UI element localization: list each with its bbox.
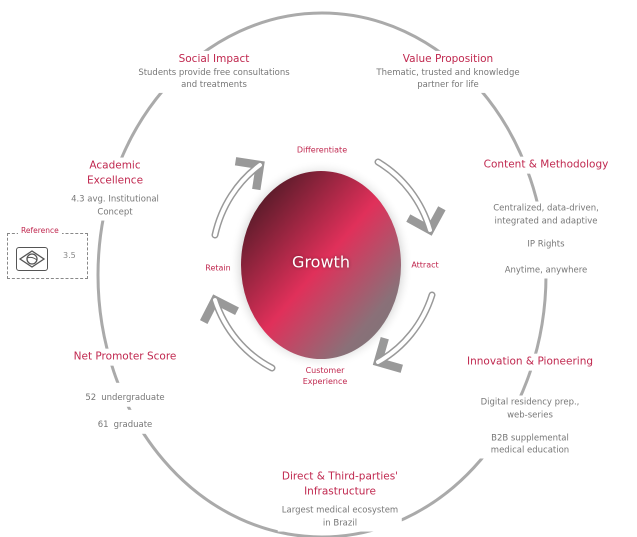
pillar-desc: Students provide free consultations	[138, 67, 290, 78]
pillar-title: Excellence	[86, 174, 144, 187]
nps-label: undergraduate	[101, 392, 165, 403]
cycle-attract: Attract	[411, 260, 439, 270]
pillar-title: Social Impact	[178, 52, 250, 65]
pillar-desc: Anytime, anywhere	[504, 265, 588, 276]
pillar-title: Content & Methodology	[483, 158, 609, 171]
pillar-desc: in Brazil	[322, 518, 358, 529]
pillar-academic: Academic Excellence 4.3 avg. Institution…	[67, 157, 163, 221]
cycle-arrows	[200, 157, 446, 373]
nps-label: graduate	[113, 419, 153, 430]
pillar-desc: partner for life	[417, 80, 479, 91]
reference-value: 3.5	[63, 251, 76, 260]
nps-value: 52	[85, 392, 97, 403]
pillar-title: Net Promoter Score	[73, 350, 177, 363]
pillar-desc: and treatments	[181, 80, 247, 91]
pillar-infrastructure: Direct & Third-parties' Infrastructure L…	[277, 468, 403, 532]
brazil-flag-icon	[16, 247, 48, 271]
nps-value: 61	[97, 419, 109, 430]
reference-box: Reference 3.5	[7, 226, 88, 279]
pillar-desc: medical education	[490, 445, 570, 456]
pillar-innovation-details: Digital residency prep., web-series B2B …	[476, 395, 584, 459]
pillar-desc: Centralized, data-driven,	[493, 203, 599, 214]
cycle-differentiate: Differentiate	[296, 145, 348, 155]
pillar-innovation-title: Innovation & Pioneering	[462, 353, 598, 371]
pillar-desc: integrated and adaptive	[494, 216, 598, 227]
pillar-content-details: Centralized, data-driven, integrated and…	[489, 201, 603, 279]
pillar-content-title: Content & Methodology	[479, 156, 613, 174]
pillar-social-impact: Social Impact Students provide free cons…	[134, 50, 294, 94]
pillar-desc: Concept	[97, 207, 133, 218]
pillar-value-proposition: Value Proposition Thematic, trusted and …	[372, 50, 524, 94]
nps-undergraduate: 52 undergraduate	[81, 382, 169, 408]
pillar-desc: B2B supplemental	[491, 433, 569, 443]
line: Customer	[305, 365, 345, 375]
pillar-desc: web-series	[507, 410, 553, 421]
pillar-desc: 4.3 avg. Institutional	[71, 194, 159, 205]
pillar-desc: Largest medical ecosystem	[281, 505, 399, 516]
pillar-title: Academic	[89, 159, 141, 172]
growth-label: Growth	[292, 252, 350, 272]
pillar-title: Innovation & Pioneering	[466, 355, 594, 368]
pillar-title: Infrastructure	[304, 485, 376, 498]
pillar-title: Value Proposition	[402, 52, 494, 65]
pillar-nps-title: Net Promoter Score	[69, 348, 181, 366]
pillar-desc: IP Rights	[527, 239, 565, 249]
line: Experience	[302, 377, 348, 386]
growth-circle	[241, 171, 401, 359]
pillar-title: Direct & Third-parties'	[281, 470, 399, 483]
reference-label: Reference	[18, 226, 62, 235]
cycle-retain: Retain	[205, 263, 231, 273]
pillar-desc: Thematic, trusted and knowledge	[376, 67, 520, 78]
pillar-desc: Digital residency prep.,	[480, 397, 580, 408]
nps-graduate: 61 graduate	[93, 409, 157, 435]
